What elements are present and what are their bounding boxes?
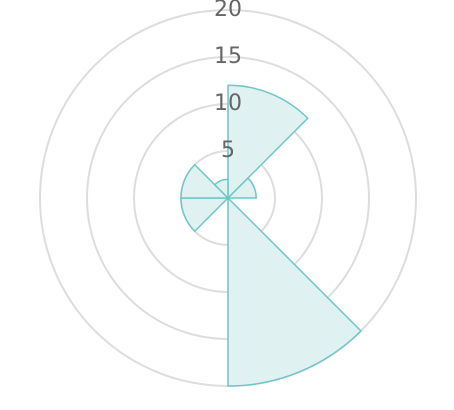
polar-sector-1 xyxy=(227,84,309,200)
polar-sector-6 xyxy=(180,197,230,233)
polar-sector-8 xyxy=(213,178,229,200)
r-tick-label-20: 20 xyxy=(214,0,242,22)
series-layer xyxy=(180,84,363,387)
r-tick-label-10: 10 xyxy=(214,91,242,116)
r-tick-label-5: 5 xyxy=(221,138,235,163)
r-tick-label-15: 15 xyxy=(214,44,242,69)
polar-sector-4 xyxy=(227,196,363,387)
polar-sector-7 xyxy=(180,163,230,199)
tick-label-layer: 5 10 15 20 xyxy=(214,0,242,163)
polar-sector-2 xyxy=(226,176,257,199)
